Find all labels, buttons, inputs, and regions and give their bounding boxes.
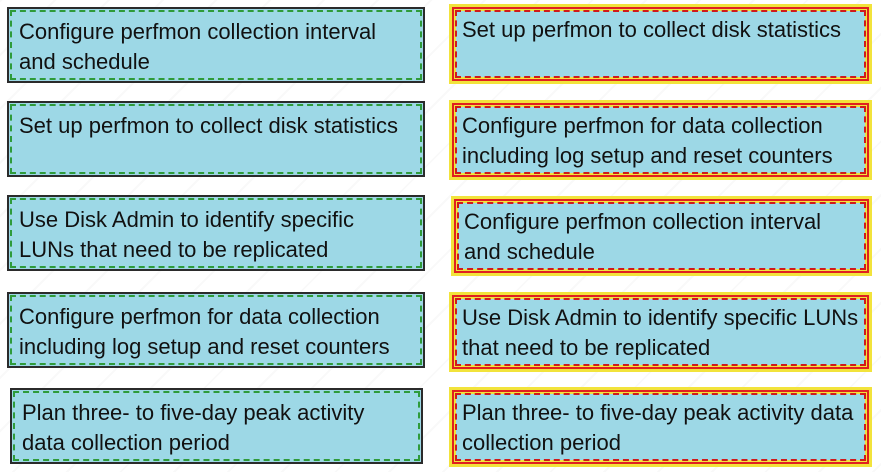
- step-text: Use Disk Admin to identify specific LUNs…: [19, 207, 355, 262]
- answer-step-card[interactable]: Configure perfmon collection interval an…: [451, 196, 872, 276]
- source-step-card[interactable]: Plan three- to five-day peak activity da…: [10, 388, 423, 464]
- step-text: Configure perfmon for data collection in…: [462, 113, 833, 168]
- answer-step-card[interactable]: Set up perfmon to collect disk statistic…: [449, 4, 872, 84]
- step-text: Configure perfmon for data collection in…: [19, 304, 390, 359]
- source-step-card[interactable]: Use Disk Admin to identify specific LUNs…: [7, 195, 425, 271]
- answer-step-card[interactable]: Configure perfmon for data collection in…: [449, 100, 872, 180]
- source-step-card[interactable]: Set up perfmon to collect disk statistic…: [7, 101, 425, 177]
- answer-step-card[interactable]: Plan three- to five-day peak activity da…: [449, 387, 872, 467]
- source-step-card[interactable]: Configure perfmon collection interval an…: [7, 7, 425, 83]
- step-text: Plan three- to five-day peak activity da…: [462, 400, 854, 455]
- step-text: Use Disk Admin to identify specific LUNs…: [462, 305, 859, 360]
- answer-column: Set up perfmon to collect disk statistic…: [446, 0, 876, 472]
- answer-step-card[interactable]: Use Disk Admin to identify specific LUNs…: [449, 292, 872, 372]
- step-text: Configure perfmon collection interval an…: [464, 209, 822, 264]
- step-text: Plan three- to five-day peak activity da…: [22, 400, 365, 455]
- step-text: Set up perfmon to collect disk statistic…: [462, 17, 842, 42]
- step-text: Set up perfmon to collect disk statistic…: [19, 113, 399, 138]
- step-text: Configure perfmon collection interval an…: [19, 19, 377, 74]
- source-step-card[interactable]: Configure perfmon for data collection in…: [7, 292, 425, 368]
- source-column: Configure perfmon collection interval an…: [0, 0, 430, 472]
